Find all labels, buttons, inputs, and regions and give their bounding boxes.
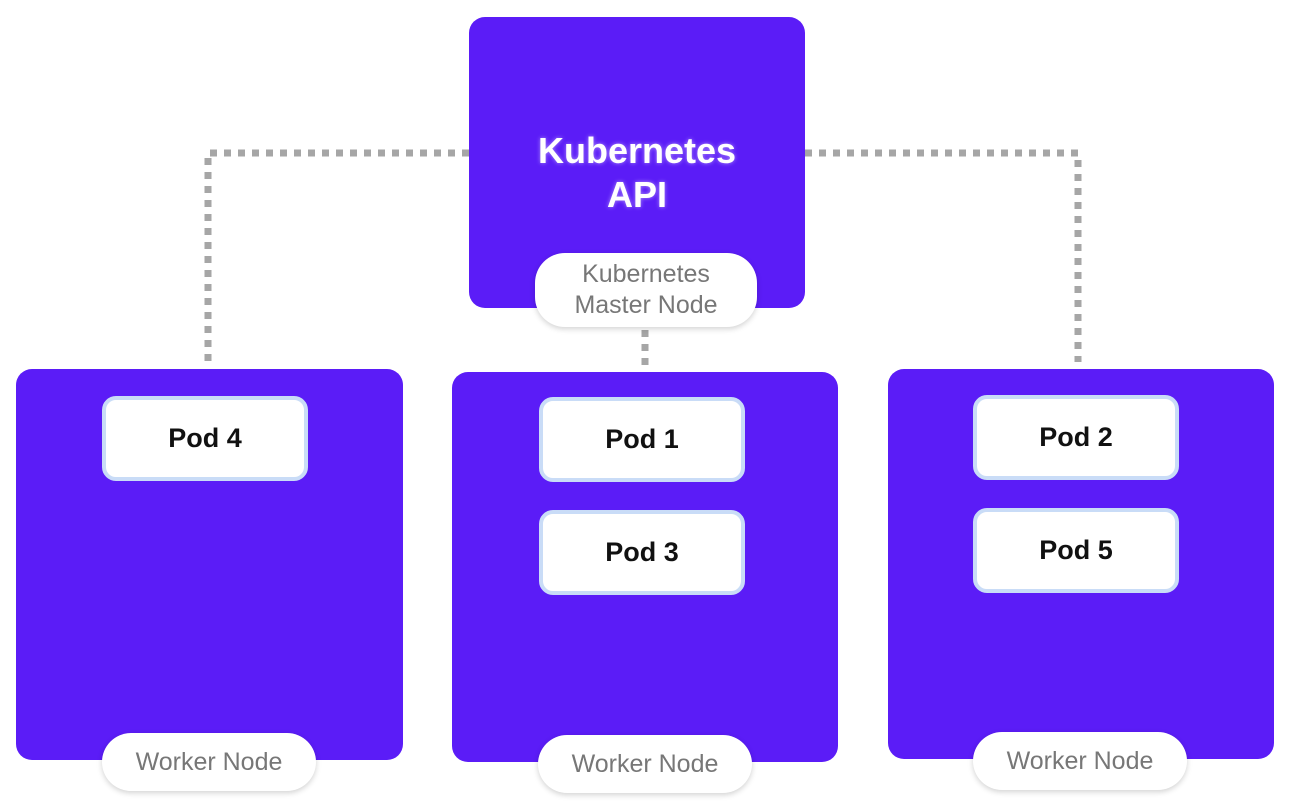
master-label-line1: Kubernetes [582, 260, 710, 288]
pod[interactable]: Pod 3 [539, 510, 745, 595]
connector-master-to-worker-right [805, 149, 1082, 362]
pod[interactable]: Pod 4 [102, 396, 308, 481]
pod[interactable]: Pod 1 [539, 397, 745, 482]
pod[interactable]: Pod 2 [973, 395, 1179, 480]
worker-node-1[interactable]: Pod 4 [16, 369, 403, 760]
master-title-line1: Kubernetes [537, 130, 737, 171]
connector-master-to-worker-left [204, 149, 469, 362]
worker-node-2[interactable]: Pod 1 Pod 3 [452, 372, 838, 762]
worker-node-label: Worker Node [538, 735, 752, 793]
master-node-label: Kubernetes Master Node [535, 253, 757, 327]
master-title: Kubernetes API [469, 129, 805, 217]
master-label-line2: Master Node [574, 291, 718, 319]
worker-node-3[interactable]: Pod 2 Pod 5 [888, 369, 1274, 759]
pod[interactable]: Pod 5 [973, 508, 1179, 593]
worker-node-label: Worker Node [102, 733, 316, 791]
master-title-line2: API [606, 174, 667, 215]
worker-node-label: Worker Node [973, 732, 1187, 790]
